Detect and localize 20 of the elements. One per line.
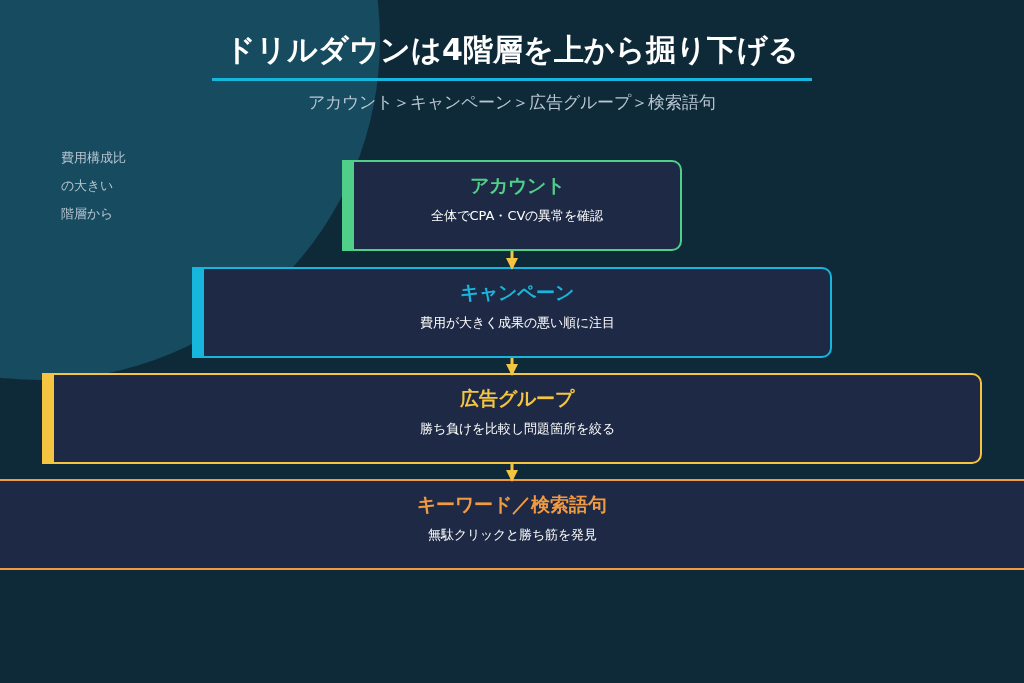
level-box — [192, 267, 832, 358]
title: ドリルダウンは4階層を上から掘り下げる — [225, 31, 799, 69]
side-note: の大きい — [61, 177, 113, 195]
level-description: 費用が大きく成果の悪い順に注目 — [419, 314, 615, 332]
level-box — [42, 373, 982, 464]
level-description: 無駄クリックと勝ち筋を発見 — [427, 526, 597, 544]
arrow — [506, 464, 518, 482]
level-heading: キーワード／検索語句 — [417, 492, 607, 517]
level-description: 全体でCPA・CVの異常を確認 — [430, 207, 604, 225]
level-description: 勝ち負けを比較し問題箇所を絞る — [419, 420, 615, 438]
level-box — [342, 160, 682, 251]
side-note: 費用構成比 — [61, 149, 126, 167]
side-note: 階層から — [61, 205, 113, 223]
arrow — [506, 358, 518, 376]
subtitle: アカウント＞キャンペーン＞広告グループ＞検索語句 — [308, 91, 716, 114]
level-heading: アカウント — [469, 173, 565, 198]
level-heading: キャンペーン — [460, 280, 574, 305]
level-box — [0, 479, 1024, 570]
level-heading: 広告グループ — [460, 386, 574, 411]
arrow — [506, 251, 518, 270]
